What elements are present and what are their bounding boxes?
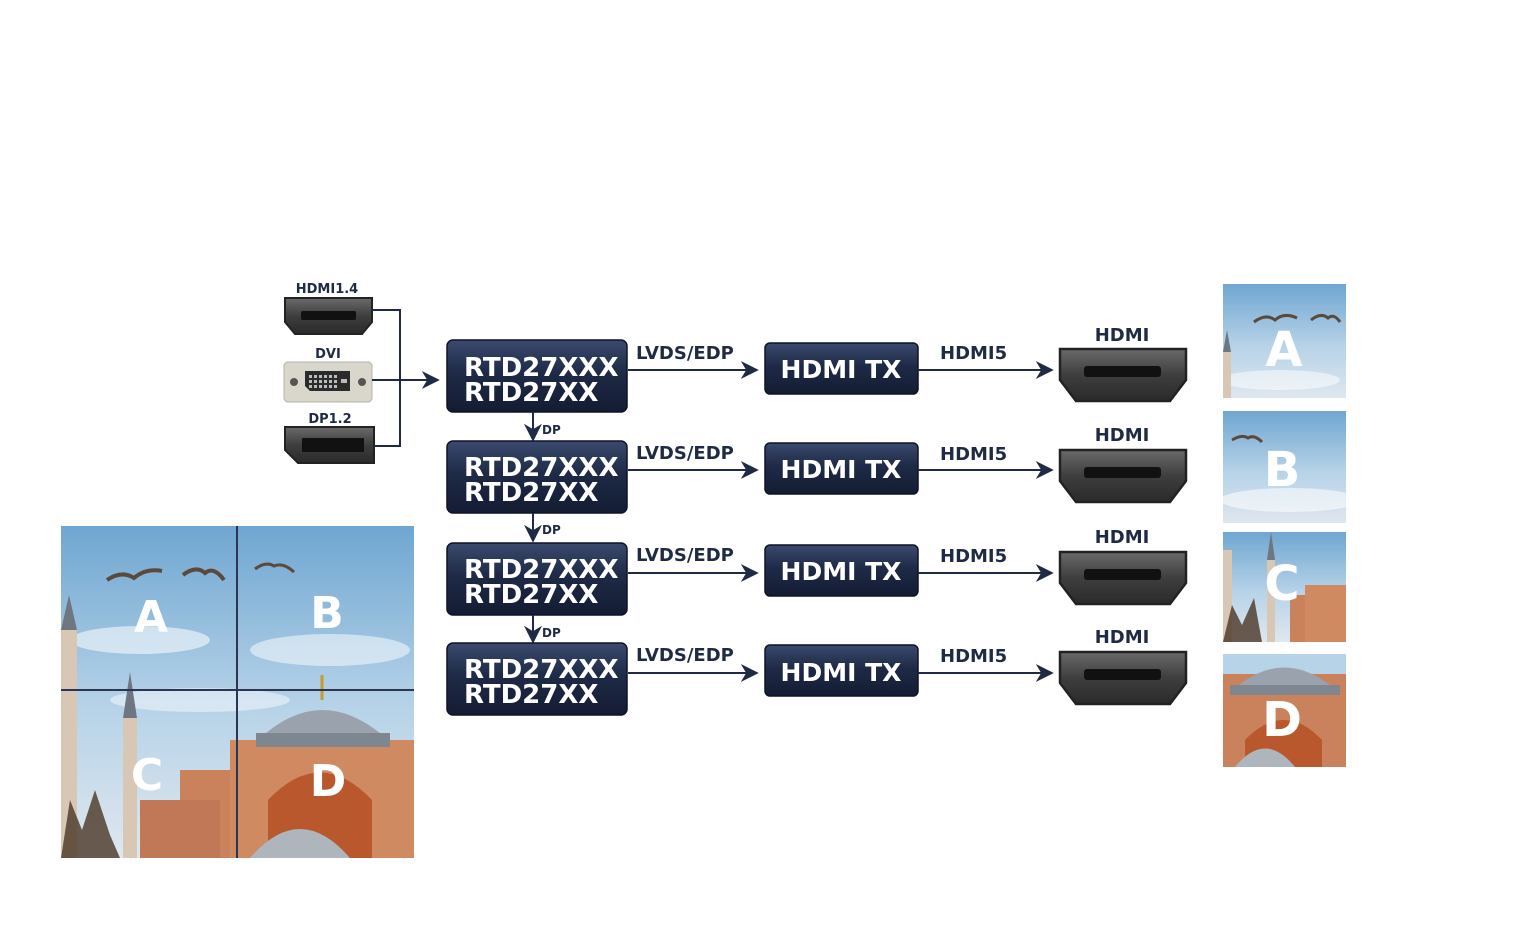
hdmi-tx-4-label: HDMI TX: [781, 658, 902, 687]
chip-1-line1: RTD27XXX: [464, 353, 619, 383]
row-4-link-label: LVDS/EDP: [636, 645, 734, 666]
chip-4-line1: RTD27XXX: [464, 655, 619, 685]
output-tile-a: A: [1220, 284, 1346, 398]
hdmi-output-port-4-icon: [1058, 650, 1188, 706]
chip-1-line2: RTD27XX: [464, 378, 598, 408]
row-4: RTD27XXX RTD27XX LVDS/EDP HDMI TX HDMI5 …: [446, 627, 1188, 716]
row-4-output-label: HDMI: [1095, 627, 1150, 648]
dvi-input-port-icon: [283, 361, 373, 403]
output-tile-d: D: [1223, 654, 1346, 767]
row-1: RTD27XXX RTD27XX LVDS/EDP HDMI TX HDMI5 …: [446, 325, 1188, 413]
output-d-label: D: [1262, 692, 1302, 748]
hdmi-tx-3-label: HDMI TX: [781, 557, 902, 586]
chip-2-line2: RTD27XX: [464, 478, 598, 508]
source-quadrant-d-label: D: [310, 756, 347, 807]
displayport-input-port-icon: [284, 426, 375, 464]
scaler-chip-2: [446, 440, 628, 514]
hdmi-tx-1-label: HDMI TX: [781, 355, 902, 384]
scaler-chip-4: [446, 642, 628, 716]
dvi-input-label: DVI: [315, 347, 341, 362]
scaler-chip-1: [446, 339, 628, 413]
hdmi-tx-3: [764, 544, 919, 597]
input-merge-lines: [372, 309, 440, 447]
output-b-label: B: [1264, 442, 1301, 498]
chip-2-line1: RTD27XXX: [464, 453, 619, 483]
source-quadrant-c-label: C: [131, 750, 163, 801]
source-quadrant-a-label: A: [134, 592, 168, 643]
row-2-out-link-label: HDMI5: [940, 444, 1007, 465]
row-4-out-link-label: HDMI5: [940, 646, 1007, 667]
row-1-out-link-label: HDMI5: [940, 343, 1007, 364]
hdmi-output-port-3-icon: [1058, 550, 1188, 606]
row-3: RTD27XXX RTD27XX LVDS/EDP HDMI TX HDMI5 …: [446, 527, 1188, 616]
output-tile-c: C: [1223, 532, 1346, 642]
chain-2-label: DP: [542, 523, 561, 537]
chain-link-2: DP: [524, 513, 561, 543]
row-2-link-label: LVDS/EDP: [636, 443, 734, 464]
hdmi-tx-1: [764, 342, 919, 395]
chain-link-3: DP: [524, 615, 561, 644]
output-c-label: C: [1264, 556, 1299, 612]
source-image: A B C D: [61, 526, 414, 858]
chain-3-label: DP: [542, 626, 561, 640]
row-1-link-label: LVDS/EDP: [636, 343, 734, 364]
chain-link-1: DP: [524, 412, 561, 442]
hdmi-tx-2-label: HDMI TX: [781, 455, 902, 484]
hdmi-output-port-2-icon: [1058, 448, 1188, 504]
hdmi-tx-2: [764, 442, 919, 495]
row-1-output-label: HDMI: [1095, 325, 1150, 346]
chain-1-label: DP: [542, 423, 561, 437]
row-3-link-label: LVDS/EDP: [636, 545, 734, 566]
input-connectors: HDMI1.4 DVI DP1.2: [283, 282, 375, 464]
chip-3-line1: RTD27XXX: [464, 555, 619, 585]
source-quadrant-b-label: B: [310, 588, 344, 639]
hdmi-input-label: HDMI1.4: [296, 282, 358, 297]
dp-input-label: DP1.2: [308, 412, 351, 427]
output-a-label: A: [1265, 322, 1302, 378]
chip-4-line2: RTD27XX: [464, 680, 598, 710]
scaler-chip-3: [446, 542, 628, 616]
row-2: RTD27XXX RTD27XX LVDS/EDP HDMI TX HDMI5 …: [446, 425, 1188, 514]
hdmi-tx-4: [764, 644, 919, 697]
row-2-output-label: HDMI: [1095, 425, 1150, 446]
row-3-output-label: HDMI: [1095, 527, 1150, 548]
row-3-out-link-label: HDMI5: [940, 546, 1007, 567]
hdmi-output-port-1-icon: [1058, 347, 1188, 403]
hdmi-input-port-icon: [284, 297, 373, 335]
chip-3-line2: RTD27XX: [464, 580, 598, 610]
output-tile-b: B: [1220, 411, 1360, 523]
